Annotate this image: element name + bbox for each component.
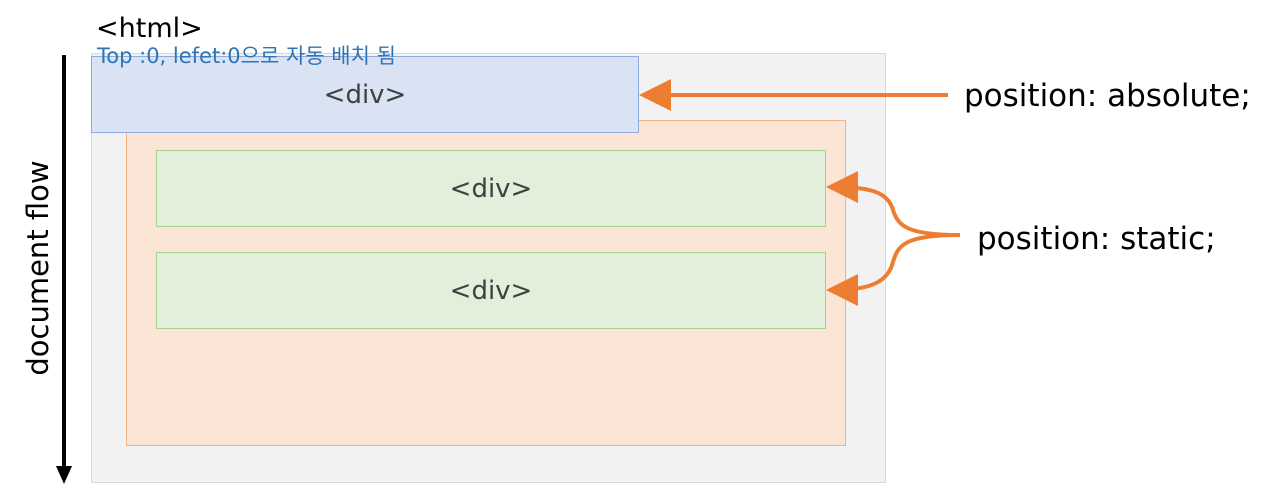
document-flow-arrowhead — [56, 466, 72, 484]
absolute-div-label: <div> — [323, 79, 407, 110]
document-flow-label: document flow — [21, 160, 55, 376]
static-div-2-label: <div> — [449, 275, 533, 306]
static-div-1: <div> — [156, 150, 826, 227]
static-div-2: <div> — [156, 252, 826, 329]
static-arrow-top — [826, 171, 961, 237]
absolute-div: <div> — [91, 56, 639, 133]
position-static-label: position: static; — [977, 221, 1216, 257]
absolute-div-note: Top :0, lefet:0으로 자동 배치 됨 — [97, 44, 396, 68]
static-div-1-label: <div> — [449, 173, 533, 204]
position-absolute-label: position: absolute; — [964, 78, 1251, 114]
html-element-label: <html> — [96, 13, 203, 44]
static-arrow-bottom — [826, 233, 961, 306]
